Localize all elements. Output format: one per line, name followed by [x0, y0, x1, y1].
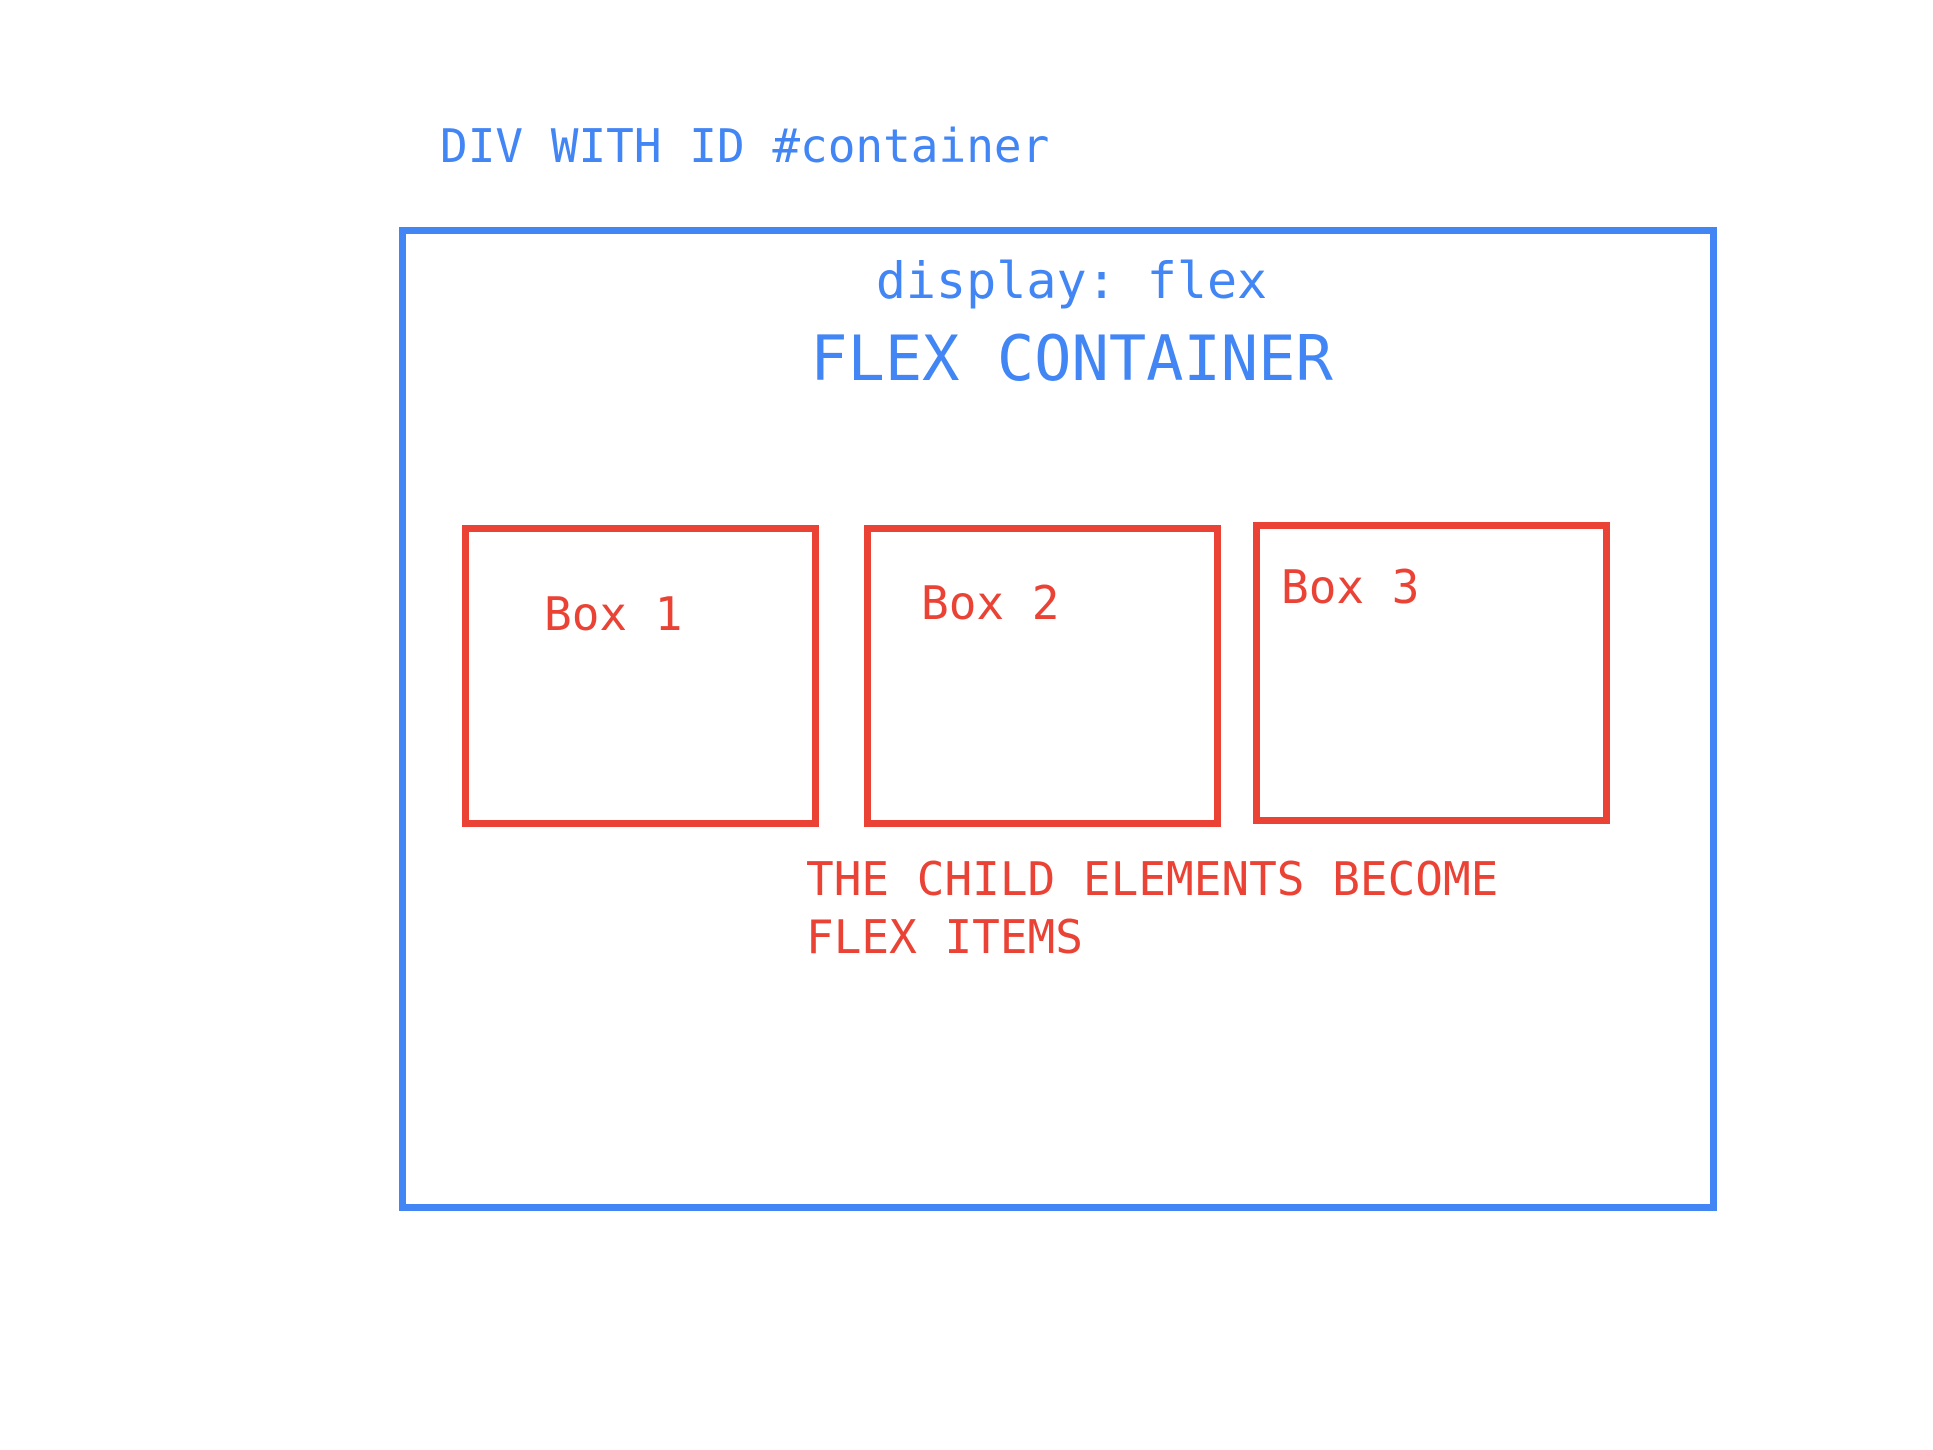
flex-item-label-2: Box 2 [921, 576, 1060, 630]
flex-container-outline [399, 227, 1717, 1211]
flex-items-note-line-1: THE CHILD ELEMENTS BECOME [806, 852, 1499, 906]
display-flex-label: display: flex [875, 252, 1268, 310]
flex-items-note-line-2: FLEX ITEMS [806, 910, 1083, 964]
flex-item-box-1: Box 1 [462, 525, 819, 827]
flex-items-note: THE CHILD ELEMENTS BECOME FLEX ITEMS [806, 850, 1566, 966]
flex-item-label-3: Box 3 [1281, 560, 1420, 614]
flex-container-title: FLEX CONTAINER [810, 322, 1333, 395]
flex-item-box-3: Box 3 [1253, 522, 1610, 824]
container-id-caption: DIV WITH ID #container [440, 119, 1050, 173]
flex-item-label-1: Box 1 [544, 587, 683, 641]
flex-item-box-2: Box 2 [864, 525, 1221, 827]
